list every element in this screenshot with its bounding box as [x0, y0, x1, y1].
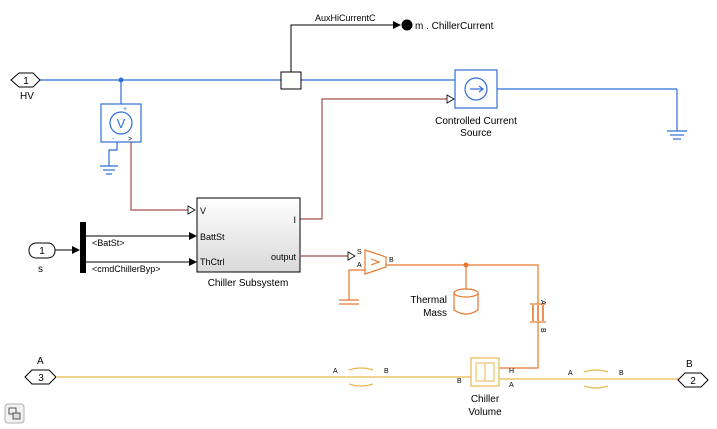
voltmeter-output: >: [128, 136, 132, 143]
voltage-sensor-block[interactable]: V + - >: [100, 103, 142, 143]
thermal-wire-to-volume: [499, 340, 539, 369]
port-b-label: B: [686, 359, 693, 370]
port-b-number: 2: [690, 376, 696, 387]
chiller-subsystem-block[interactable]: V BattSt ThCtrl I output: [196, 197, 301, 273]
ccs-label-line2: Source: [460, 128, 492, 139]
port-s-number: 1: [39, 246, 45, 257]
voltmeter-symbol: V: [117, 116, 126, 131]
subsystem-port-thctrl: ThCtrl: [200, 257, 225, 267]
chiller-volume-label-line2: Volume: [468, 407, 502, 418]
thermal-mass-block[interactable]: [453, 288, 479, 315]
controlled-current-source-block[interactable]: [454, 69, 498, 109]
ground-icon: [100, 165, 118, 175]
volume-port-a: A: [509, 382, 514, 389]
thermal-resistance-block[interactable]: A B: [530, 295, 546, 340]
subsystem-port-battst: BattSt: [200, 232, 225, 242]
volume-port-b: B: [457, 378, 462, 385]
goto-tag-label: m . ChillerCurrent: [415, 21, 494, 32]
thermal-mass-label-line1: Thermal: [410, 295, 447, 306]
thermal-wire: [386, 264, 539, 295]
port-hv-label: HV: [20, 91, 34, 102]
thermal-converter-block[interactable]: S A B: [357, 249, 394, 275]
junction-dot: [118, 77, 124, 83]
subsystem-port-i: I: [293, 215, 296, 225]
aux-signal-line: [290, 24, 393, 72]
pipe-block-1[interactable]: A B: [333, 367, 389, 387]
subsystem-port-v: V: [200, 206, 206, 216]
port-a[interactable]: 3: [24, 369, 57, 385]
chiller-volume-block[interactable]: B H A: [457, 357, 514, 389]
pipe-block-2[interactable]: A B: [568, 369, 624, 389]
port-s-label: s: [38, 264, 43, 275]
pipe2-port-b: B: [619, 370, 624, 377]
bus-signal-batst: <BatSt>: [92, 238, 125, 248]
pipe1-port-a: A: [333, 368, 338, 375]
resistance-port-b: B: [539, 328, 546, 333]
converter-port-b: B: [389, 257, 394, 264]
model-status-icon[interactable]: [4, 403, 25, 424]
port-hv[interactable]: 1: [10, 72, 41, 88]
converter-port-a: A: [357, 262, 362, 269]
ccs-label-line1: Controlled Current: [435, 116, 517, 127]
bus-signal-cmd: <cmdChillerByp>: [92, 264, 161, 274]
voltmeter-minus: -: [112, 136, 115, 143]
resistance-port-a: A: [539, 300, 546, 305]
aux-signal-label: AuxHiCurrentC: [315, 13, 376, 23]
port-s[interactable]: 1: [28, 242, 56, 259]
voltage-signal: [130, 142, 193, 211]
voltmeter-icon: [109, 111, 133, 135]
current-command-signal: [300, 98, 453, 220]
port-a-label: A: [37, 356, 44, 367]
subsystem-label: Chiller Subsystem: [208, 278, 289, 289]
pipe2-port-a: A: [568, 370, 573, 377]
pipe1-port-b: B: [384, 368, 389, 375]
port-a-number: 3: [38, 373, 44, 384]
thermal-reference-icon: [339, 299, 359, 305]
volume-port-h: H: [509, 368, 514, 375]
thermal-junction: [463, 262, 469, 268]
chiller-volume-label-line1: Chiller: [471, 394, 500, 405]
port-hv-number: 1: [23, 76, 29, 87]
voltmeter-plus: +: [123, 106, 127, 113]
goto-tag-icon: [401, 19, 413, 31]
converter-port-s: S: [357, 249, 362, 256]
ground-icon: [667, 130, 687, 140]
port-b[interactable]: 2: [677, 372, 709, 388]
current-sensor-block[interactable]: [280, 71, 302, 90]
thermal-ref-wire: [348, 269, 365, 300]
thermal-mass-label-line2: Mass: [423, 308, 447, 319]
subsystem-port-output: output: [271, 252, 297, 262]
bus-selector[interactable]: [80, 222, 86, 273]
electrical-wiring: [40, 79, 678, 166]
